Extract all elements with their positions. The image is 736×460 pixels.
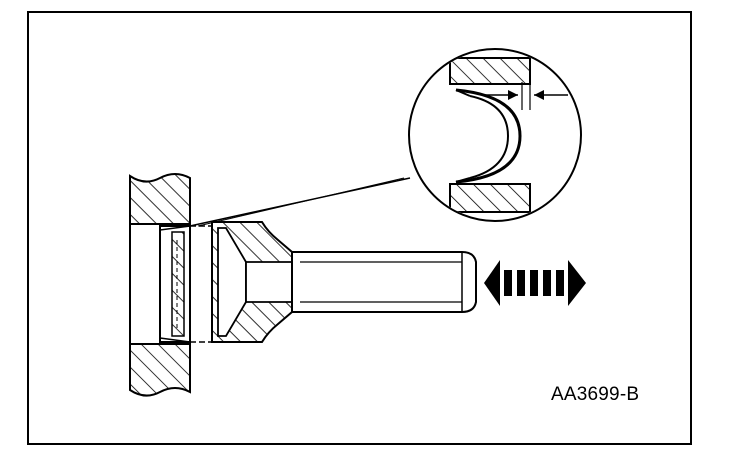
gap-indicator bbox=[190, 225, 212, 343]
figure-label: AA3699-B bbox=[551, 384, 640, 405]
diagram-border bbox=[27, 11, 692, 445]
slip-yoke bbox=[211, 221, 477, 343]
magnified-detail bbox=[408, 48, 582, 222]
double-arrow-icon bbox=[484, 260, 586, 306]
seal bbox=[159, 225, 191, 343]
leader-lines bbox=[189, 177, 411, 227]
